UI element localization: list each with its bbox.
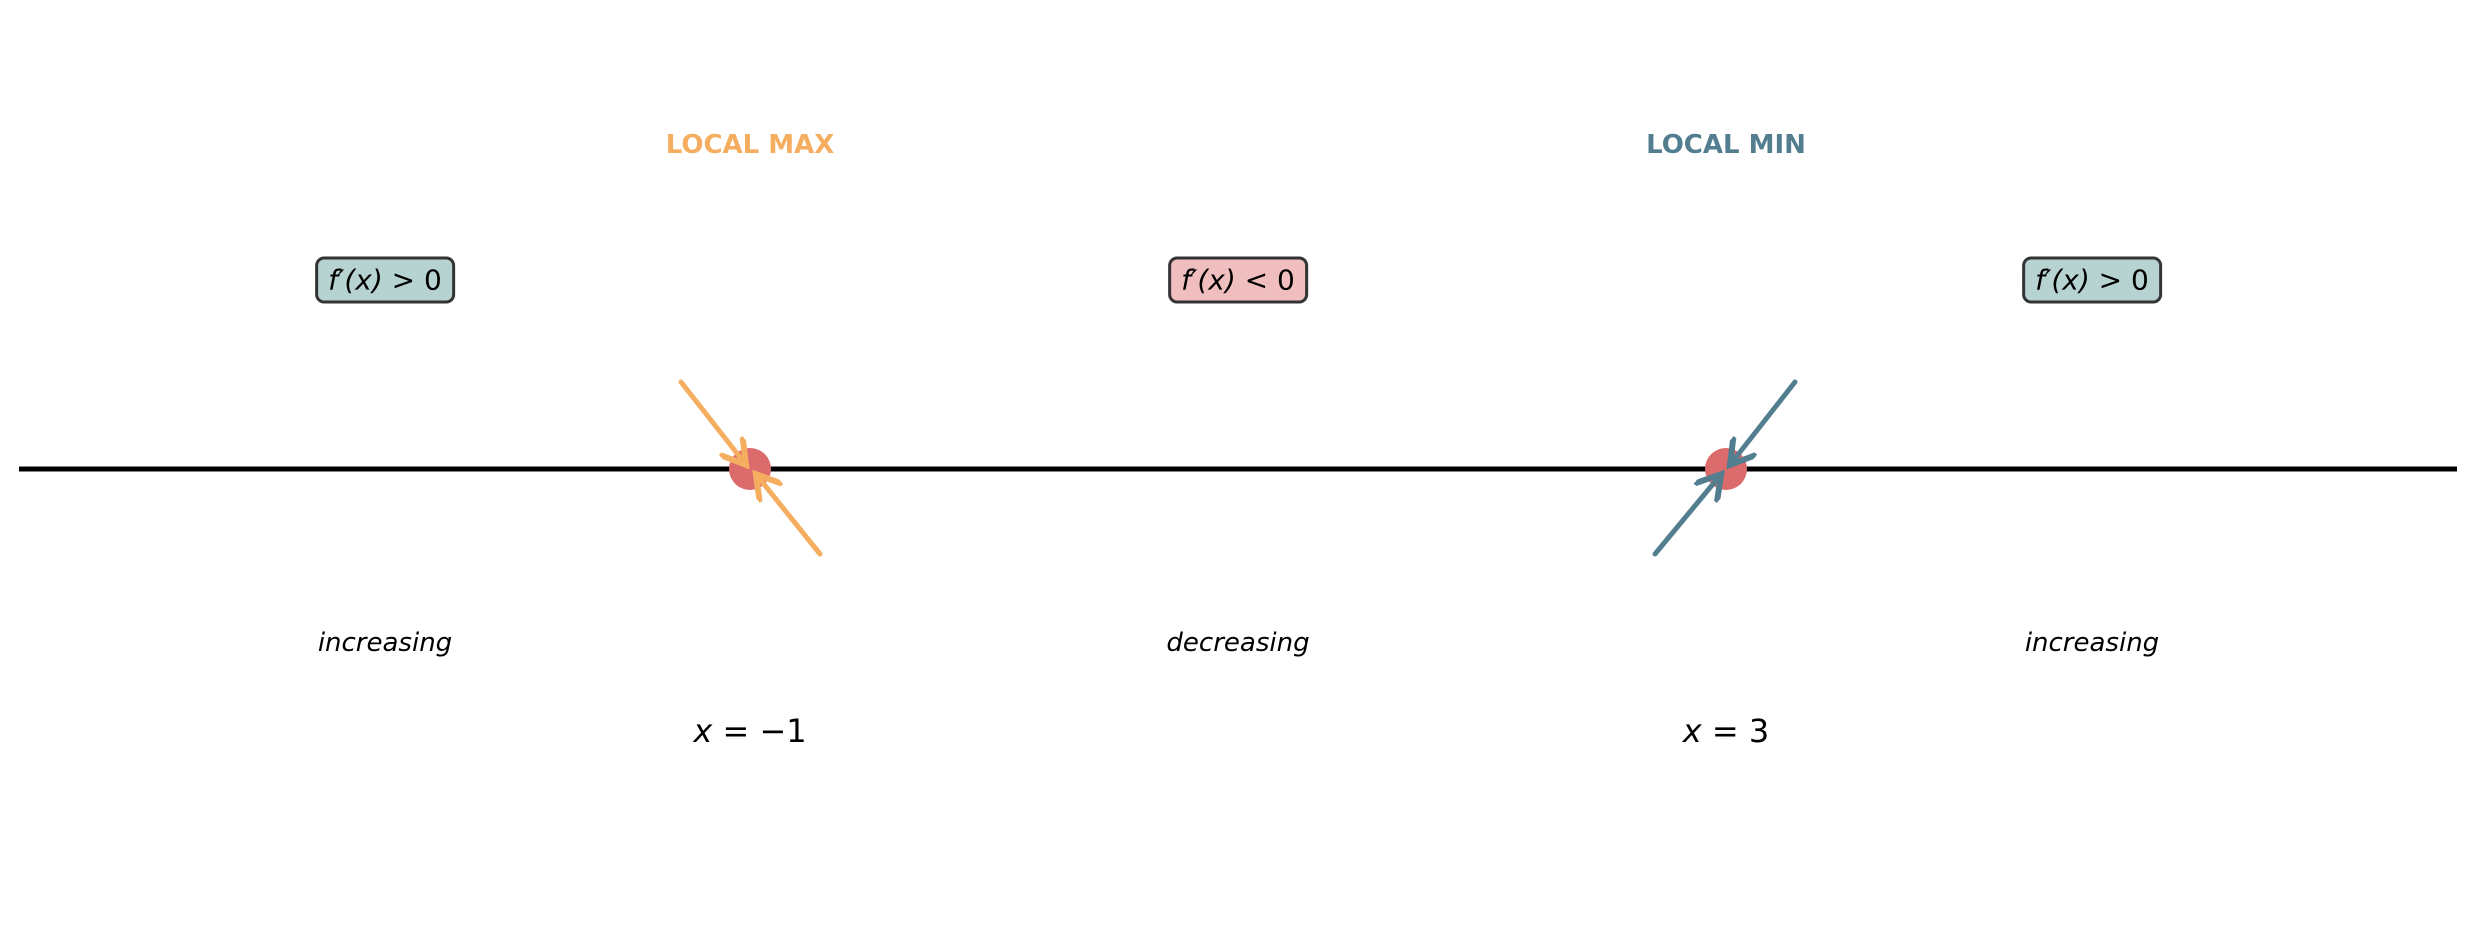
local-min-title: LOCAL MIN [1646, 130, 1806, 160]
x-value: = −1 [712, 712, 807, 750]
derivative-box-1: f′(x) > 0 [315, 256, 455, 304]
local-max-x-label: x = −1 [693, 712, 806, 750]
local-max-title: LOCAL MAX [665, 130, 835, 160]
trend-label-3: increasing [2024, 628, 2160, 658]
derivative-fn: f′(x) [2035, 263, 2090, 297]
trend-label-1: increasing [317, 628, 453, 658]
max-arrow-from-left [678, 379, 743, 461]
derivative-fn: f′(x) [1181, 263, 1236, 297]
derivative-rel: < 0 [1235, 263, 1295, 297]
x-var: x [693, 712, 713, 750]
derivative-rel: > 0 [2089, 263, 2149, 297]
derivative-rel: > 0 [382, 263, 442, 297]
max-arrow-from-right [759, 478, 823, 557]
x-var: x [1682, 712, 1702, 750]
min-arrow-from-left [1652, 478, 1718, 557]
derivative-box-3: f′(x) > 0 [2022, 256, 2162, 304]
trend-label-2: decreasing [1166, 628, 1310, 658]
min-arrow-from-right [1733, 379, 1798, 461]
derivative-box-2: f′(x) < 0 [1168, 256, 1308, 304]
x-value: = 3 [1701, 712, 1770, 750]
local-min-x-label: x = 3 [1683, 712, 1769, 750]
derivative-fn: f′(x) [328, 263, 383, 297]
